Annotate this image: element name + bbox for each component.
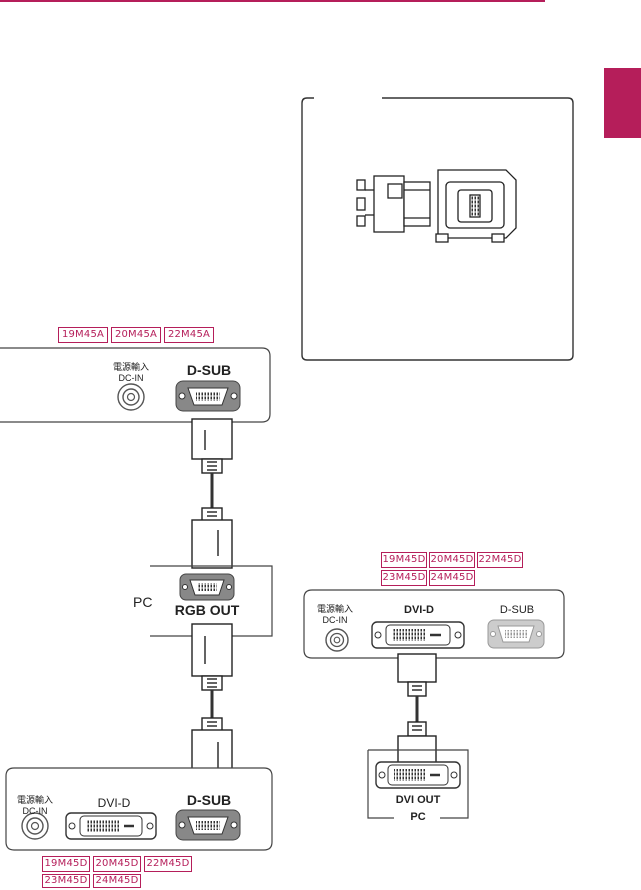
power-label-cn: 電源輸入 bbox=[112, 362, 149, 372]
model-tag: 22M45A bbox=[164, 327, 214, 343]
model-tag: 24M45D bbox=[429, 570, 475, 586]
model-tag: 19M45D bbox=[381, 552, 427, 568]
model-tag: 22M45D bbox=[144, 856, 192, 872]
power-label: DC-IN bbox=[322, 615, 348, 625]
model-tag: 20M45D bbox=[93, 856, 141, 872]
model-tag: 19M45D bbox=[42, 856, 90, 872]
header-rule bbox=[0, 0, 545, 2]
model-tag: 22M45D bbox=[477, 552, 523, 568]
gender-adapter-illustration bbox=[356, 169, 517, 243]
model-tag: 20M45A bbox=[111, 327, 161, 343]
dsub-label: D-SUB bbox=[499, 604, 535, 616]
model-tag: 23M45D bbox=[42, 874, 90, 888]
model-tag: 19M45A bbox=[58, 327, 108, 343]
power-label-cn: 電源輸入 bbox=[16, 795, 53, 805]
vga-cable-2 bbox=[191, 623, 233, 783]
power-label: DC-IN bbox=[22, 806, 48, 816]
dvi-label: DVI-D bbox=[97, 796, 131, 810]
dvi-label: DVI-D bbox=[404, 604, 434, 616]
pc-label: PC bbox=[410, 811, 426, 823]
model-tag: 23M45D bbox=[381, 570, 427, 586]
dvi-out-label: DVI OUT bbox=[395, 794, 441, 806]
monitor-panel-top bbox=[0, 347, 271, 423]
monitor-panel-bottom bbox=[5, 767, 273, 851]
power-label-cn: 電源輸入 bbox=[316, 604, 353, 614]
model-tag: 24M45D bbox=[93, 874, 141, 888]
note-box bbox=[301, 97, 574, 361]
dvi-cable bbox=[397, 653, 437, 767]
dsub-label: D-SUB bbox=[186, 362, 232, 378]
chapter-tab bbox=[604, 68, 641, 138]
vga-cable-1 bbox=[191, 418, 233, 569]
model-tag: 20M45D bbox=[429, 552, 475, 568]
monitor-panel-right bbox=[303, 589, 565, 659]
dsub-label: D-SUB bbox=[186, 792, 232, 808]
rgb-out-label: RGB OUT bbox=[174, 602, 240, 618]
pc-panel-right bbox=[367, 749, 469, 819]
pc-panel-left bbox=[150, 565, 273, 637]
power-label: DC-IN bbox=[118, 373, 144, 383]
pc-label: PC bbox=[133, 594, 153, 610]
